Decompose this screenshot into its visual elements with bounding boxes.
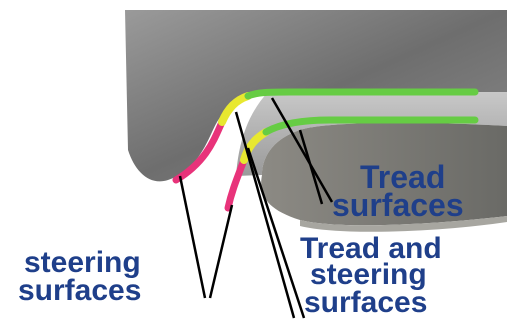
leader-steering-1 [180,176,205,298]
label-steering-line2: surfaces [18,274,141,307]
label-tread-and-steering-surfaces: Tread and steering surfaces [300,232,442,319]
leader-steering-2 [210,205,232,298]
tread-surface-upper [248,92,475,96]
steering-surface-lower [228,160,244,208]
label-ts-line3: surfaces [304,286,427,319]
label-steering-surfaces: steering surfaces [18,246,141,307]
label-tread-line2: surfaces [332,187,464,223]
